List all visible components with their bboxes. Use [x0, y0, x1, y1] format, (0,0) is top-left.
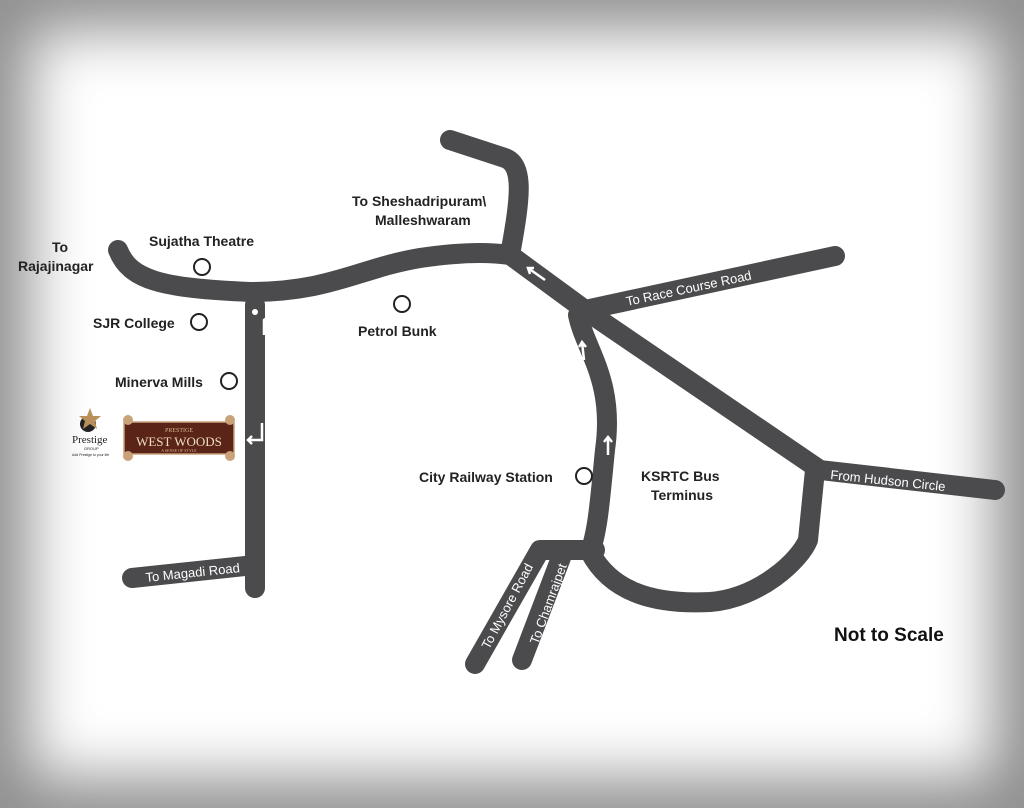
label-minerva: Minerva Mills — [115, 374, 203, 390]
star-icon — [79, 408, 101, 429]
arrow-northwest-icon — [526, 266, 546, 282]
label-sheshadripuram: To Sheshadripuram\ — [352, 193, 486, 209]
road-north — [440, 130, 529, 265]
arrow-left-icon — [342, 289, 363, 299]
poi-marker — [575, 467, 593, 485]
logo-tagline: Add Prestige to your life — [72, 453, 109, 457]
label-rajajinagar: Rajajinagar — [18, 258, 94, 274]
label-terminus: Terminus — [651, 487, 713, 503]
label-sjr: SJR College — [93, 315, 175, 331]
arrow-turn-icon — [246, 423, 264, 445]
logo-text: Prestige — [72, 434, 108, 446]
roads — [108, 130, 1005, 674]
road-race-course — [575, 246, 845, 320]
road-hudson — [810, 460, 1005, 500]
label-petrol: Petrol Bunk — [358, 323, 437, 339]
arrow-up-icon — [603, 434, 613, 455]
junction-dot — [252, 309, 258, 315]
label-malleshwaram: Malleshwaram — [375, 212, 471, 228]
logo-group: GROUP — [84, 446, 99, 451]
not-to-scale-note: Not to Scale — [834, 625, 944, 646]
poi-marker — [393, 295, 411, 313]
poi-marker — [193, 258, 211, 276]
poi-marker — [190, 313, 208, 331]
logo-project-top: PRESTIGE — [165, 428, 193, 434]
west-woods-logo: PRESTIGE WEST WOODS A SENSE OF STYLE — [123, 415, 235, 461]
road-loop — [568, 305, 825, 613]
logo-project-sub: A SENSE OF STYLE — [161, 448, 197, 453]
arrow-turn-icon — [262, 312, 274, 335]
road-main — [108, 240, 520, 302]
road-magadi — [122, 555, 265, 588]
label-railway: City Railway Station — [419, 469, 553, 485]
prestige-logo: Prestige GROUP Add Prestige to your life — [72, 408, 109, 457]
label-to: To — [52, 239, 68, 255]
direction-arrows — [246, 266, 613, 455]
label-ksrtc: KSRTC Bus — [641, 468, 720, 484]
label-sujatha: Sujatha Theatre — [149, 233, 254, 249]
arrow-up-icon — [577, 339, 587, 361]
poi-marker — [220, 372, 238, 390]
road-chamrajpet — [512, 545, 572, 670]
logo-project: WEST WOODS — [136, 434, 222, 449]
road-mysore — [465, 540, 605, 674]
place-labels: To Rajajinagar To Sheshadripuram\ Malles… — [18, 193, 944, 646]
